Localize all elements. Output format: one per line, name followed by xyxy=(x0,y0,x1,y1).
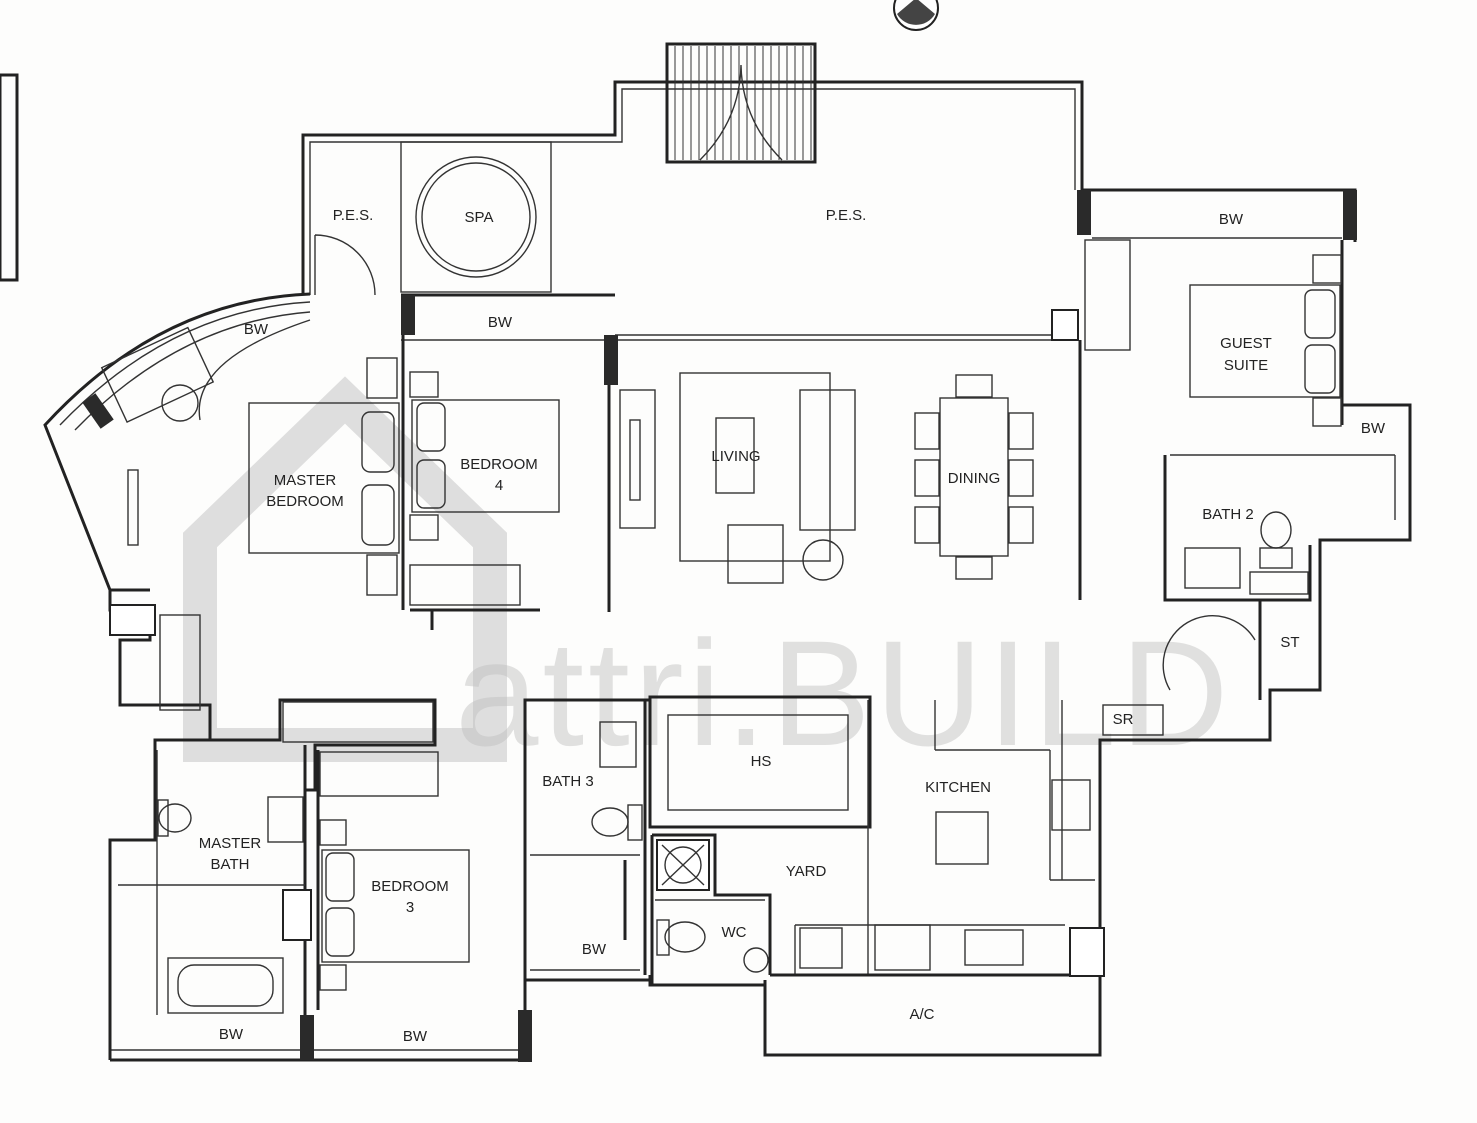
label-dining: DINING xyxy=(948,470,1001,487)
label-master-bath-1: MASTER xyxy=(199,835,262,852)
living-rug xyxy=(679,372,831,562)
label-bath2: BATH 2 xyxy=(1202,506,1253,523)
label-st: ST xyxy=(1280,634,1299,651)
label-spa: SPA xyxy=(465,209,494,226)
label-hs: HS xyxy=(751,753,772,770)
label-bedroom4-2: 4 xyxy=(495,477,503,494)
label-bw-curved: BW xyxy=(244,321,269,338)
kitchen-island xyxy=(935,811,989,865)
label-guest-suite-1: GUEST xyxy=(1220,335,1272,352)
label-guest-suite-2: SUITE xyxy=(1224,357,1268,374)
furniture xyxy=(82,156,1342,1014)
adjacent-unit-wall xyxy=(0,73,19,282)
label-sr: SR xyxy=(1113,711,1134,728)
watermark-text: attri.BUILD xyxy=(455,609,1233,777)
bath2-basin xyxy=(1184,547,1241,589)
bedroom4-bed xyxy=(411,399,560,513)
bedroom3-bed xyxy=(321,849,470,963)
spa-tub xyxy=(415,156,537,278)
label-bw-bedroom4: BW xyxy=(488,314,513,331)
label-master-bath-2: BATH xyxy=(211,856,250,873)
label-master-bedroom-1: MASTER xyxy=(274,472,337,489)
tv-console xyxy=(619,389,656,529)
pes-steps xyxy=(665,42,817,164)
label-master-bedroom-2: BEDROOM xyxy=(266,493,344,510)
label-bw-guest-top: BW xyxy=(1219,211,1244,228)
bathtub xyxy=(167,957,284,1014)
label-bw-bedroom3: BW xyxy=(403,1028,428,1045)
guest-bed xyxy=(1189,284,1341,398)
label-bedroom3-1: BEDROOM xyxy=(371,878,449,895)
label-bedroom4-1: BEDROOM xyxy=(460,456,538,473)
label-bw-masterbath: BW xyxy=(219,1026,244,1043)
label-bw-bath3: BW xyxy=(582,941,607,958)
label-yard: YARD xyxy=(786,863,827,880)
north-marker-icon xyxy=(893,0,939,31)
watermark-house-icon xyxy=(183,376,507,762)
label-living: LIVING xyxy=(711,448,760,465)
master-bed xyxy=(248,402,400,554)
dining-table xyxy=(939,397,1009,557)
label-wc: WC xyxy=(722,924,747,941)
label-pes-left: P.E.S. xyxy=(333,207,374,224)
label-bedroom3-2: 3 xyxy=(406,899,414,916)
interior-walls xyxy=(109,141,1396,1062)
room-labels: P.E.S. SPA P.E.S. BW BW BW GUEST SUITE B… xyxy=(199,207,1386,1045)
label-kitchen: KITCHEN xyxy=(925,779,991,796)
label-bath3: BATH 3 xyxy=(542,773,593,790)
label-bw-guest-side: BW xyxy=(1361,420,1386,437)
label-ac: A/C xyxy=(909,1006,934,1023)
label-pes-main: P.E.S. xyxy=(826,207,867,224)
